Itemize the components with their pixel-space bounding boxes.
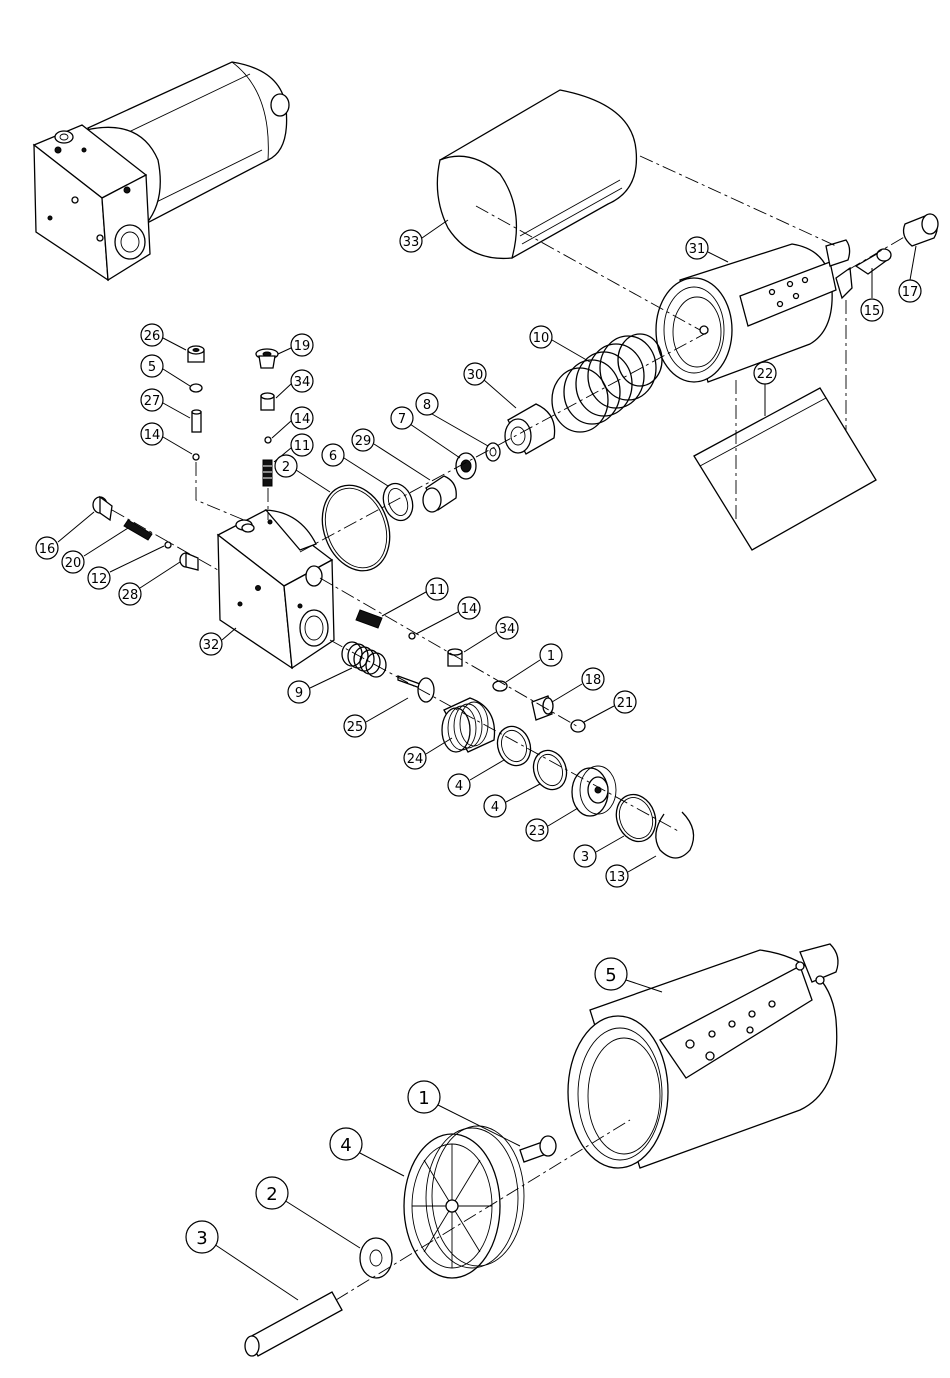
rod-3 — [245, 1292, 342, 1356]
fitting-15 — [856, 249, 891, 274]
callout-27: 27 — [144, 394, 161, 409]
callout-b1: 1 — [418, 1088, 429, 1109]
ball-14c — [409, 633, 415, 639]
piston-4 — [404, 1126, 524, 1278]
label-22 — [694, 388, 876, 550]
callout-23: 23 — [529, 824, 546, 839]
callout-6: 6 — [329, 449, 337, 464]
pin-27 — [192, 410, 201, 432]
callout-5: 5 — [148, 360, 156, 375]
ring-21 — [571, 720, 585, 732]
callout-b3: 3 — [196, 1228, 207, 1249]
callout-11b: 11 — [429, 583, 446, 598]
ball-14a — [193, 454, 199, 460]
callout-11a: 11 — [294, 439, 311, 454]
callout-13: 13 — [609, 870, 626, 885]
cover-33 — [437, 90, 636, 258]
callout-17: 17 — [902, 285, 919, 300]
callout-28: 28 — [122, 588, 139, 603]
oring-4b-inner — [533, 751, 566, 789]
spring-9 — [342, 642, 386, 677]
circlip-13 — [656, 812, 694, 858]
piston-23 — [572, 766, 616, 816]
callout-26: 26 — [144, 329, 161, 344]
block-32 — [218, 510, 334, 668]
callout-18: 18 — [585, 673, 602, 688]
spring-20 — [124, 520, 152, 540]
plug-28 — [180, 553, 198, 570]
callout-30: 30 — [467, 368, 484, 383]
callout-14c: 14 — [461, 602, 478, 617]
bushing-30 — [505, 404, 555, 454]
callout-22: 22 — [757, 367, 774, 382]
callout-14a: 14 — [144, 428, 161, 443]
callout-b2: 2 — [266, 1184, 277, 1205]
cap-19 — [256, 349, 278, 368]
centerline-left — [112, 510, 218, 570]
callout-20: 20 — [65, 556, 82, 571]
sleeve-29 — [423, 476, 456, 512]
housing-31 — [656, 240, 852, 382]
centerline-cover2 — [640, 156, 836, 246]
bolt-18 — [532, 696, 553, 720]
spring-10 — [552, 334, 662, 432]
callout-25: 25 — [347, 720, 364, 735]
callout-21: 21 — [617, 696, 634, 711]
callout-14b: 14 — [294, 412, 311, 427]
callout-2: 2 — [282, 460, 290, 475]
washer-1 — [493, 681, 507, 691]
callout-34b: 34 — [499, 622, 516, 637]
nut-34a — [261, 393, 274, 410]
callout-29: 29 — [355, 434, 372, 449]
callout-19: 19 — [294, 339, 311, 354]
callout-34a: 34 — [294, 375, 311, 390]
ball-12 — [165, 542, 171, 548]
spring-11a — [263, 460, 272, 486]
plug-16 — [93, 497, 112, 520]
centerline-block-top — [196, 462, 244, 520]
callout-32: 32 — [203, 638, 220, 653]
callout-9: 9 — [295, 686, 303, 701]
callout-33: 33 — [403, 235, 420, 250]
callout-8: 8 — [423, 398, 431, 413]
callout-31: 31 — [689, 242, 706, 257]
callout-3: 3 — [581, 850, 589, 865]
ball-14b — [265, 437, 271, 443]
oring-4a-inner — [497, 727, 530, 765]
callout-15: 15 — [864, 304, 881, 319]
cap-17 — [904, 214, 938, 246]
washer-5 — [190, 384, 202, 392]
callout-12: 12 — [91, 572, 108, 587]
spring-11b — [356, 610, 382, 628]
callout-4b: 4 — [491, 800, 499, 815]
callout-1: 1 — [547, 649, 555, 664]
plug-26 — [188, 346, 204, 362]
callout-7: 7 — [398, 412, 406, 427]
callout-b4: 4 — [340, 1135, 351, 1156]
callout-b5: 5 — [605, 965, 616, 986]
bolt-1 — [520, 1136, 556, 1162]
callout-16: 16 — [39, 542, 56, 557]
callout-4a: 4 — [455, 779, 463, 794]
callout-24: 24 — [407, 752, 424, 767]
ring-6 — [378, 479, 417, 524]
washer-2 — [360, 1238, 392, 1278]
nut-34b — [448, 649, 462, 666]
callout-10: 10 — [533, 331, 550, 346]
assembled-actuator — [34, 62, 289, 280]
